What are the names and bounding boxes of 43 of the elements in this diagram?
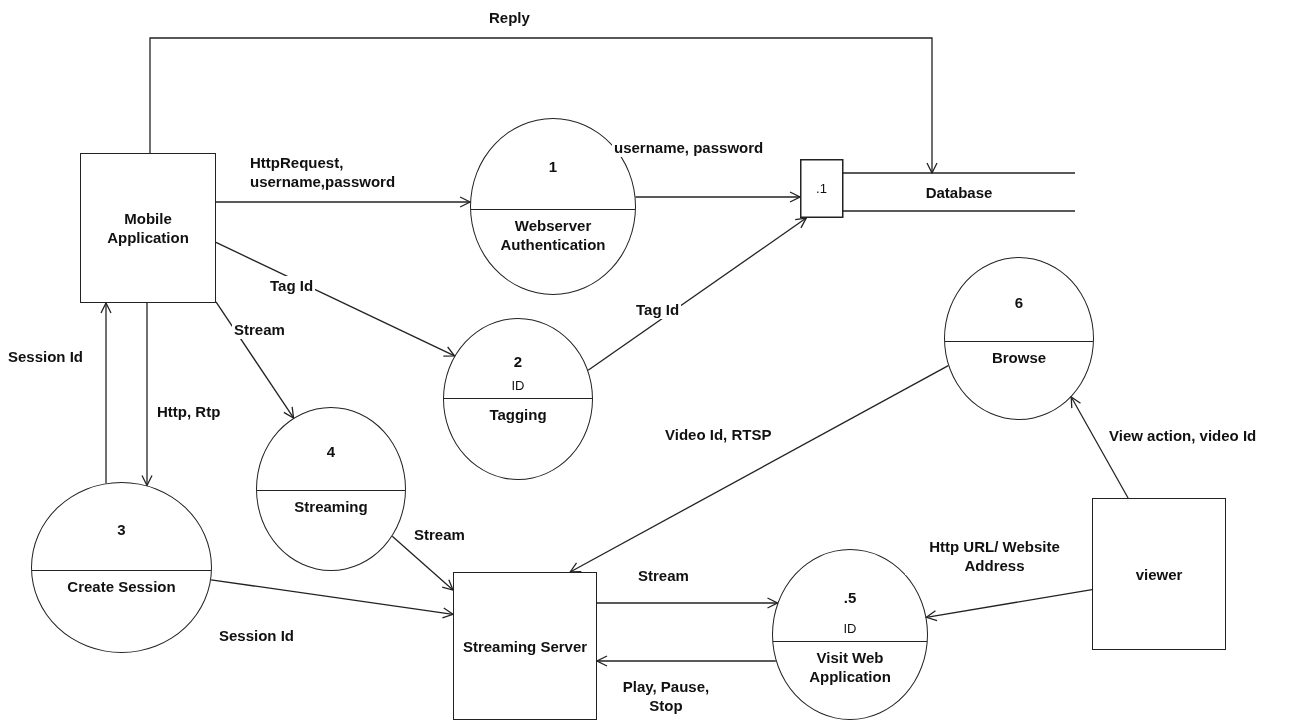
process-sub-label: ID [510,377,526,396]
arrow [596,655,777,667]
process-number: 4 [325,442,337,462]
edge-label: Tag Id [268,276,316,295]
process-number: 3 [116,519,127,539]
process-circle [443,318,593,480]
arrow [587,217,807,371]
arrow [1070,396,1129,499]
arrow [210,579,454,619]
arrow [149,37,938,174]
process-circle [256,407,406,571]
node-label: viewer [1134,564,1184,584]
arrow [215,196,471,208]
process-label: Streaming [293,497,369,516]
arrow [925,589,1093,622]
process-circle [944,257,1094,420]
arrow [215,241,456,357]
process-label: Create Session [66,577,177,597]
node-label: Streaming Server [461,636,589,656]
arrow [634,191,801,203]
store-id: .1 [815,180,828,198]
process-label: Webserver Authentication [499,216,607,255]
process-sub-label: ID [842,619,858,638]
arrow [391,535,454,591]
arrow [215,301,295,419]
node-label: Mobile Application [106,209,190,247]
arrow [569,364,949,573]
arrow [141,302,153,487]
data-store [800,159,1075,218]
process-number: 2 [512,352,524,372]
process-number: 6 [1013,292,1025,312]
process-circle [31,482,212,653]
arrow [100,302,112,484]
store-label: Database [924,183,994,202]
process-number: 1 [547,156,559,176]
entity-box [1092,498,1226,650]
process-label: Tagging [488,405,548,425]
process-number: .5 [842,588,858,608]
arrow [596,597,779,609]
entity-box [453,572,597,720]
process-label: Browse [990,348,1048,368]
process-label: Visit Web Application [808,647,892,686]
entity-box [80,153,216,303]
